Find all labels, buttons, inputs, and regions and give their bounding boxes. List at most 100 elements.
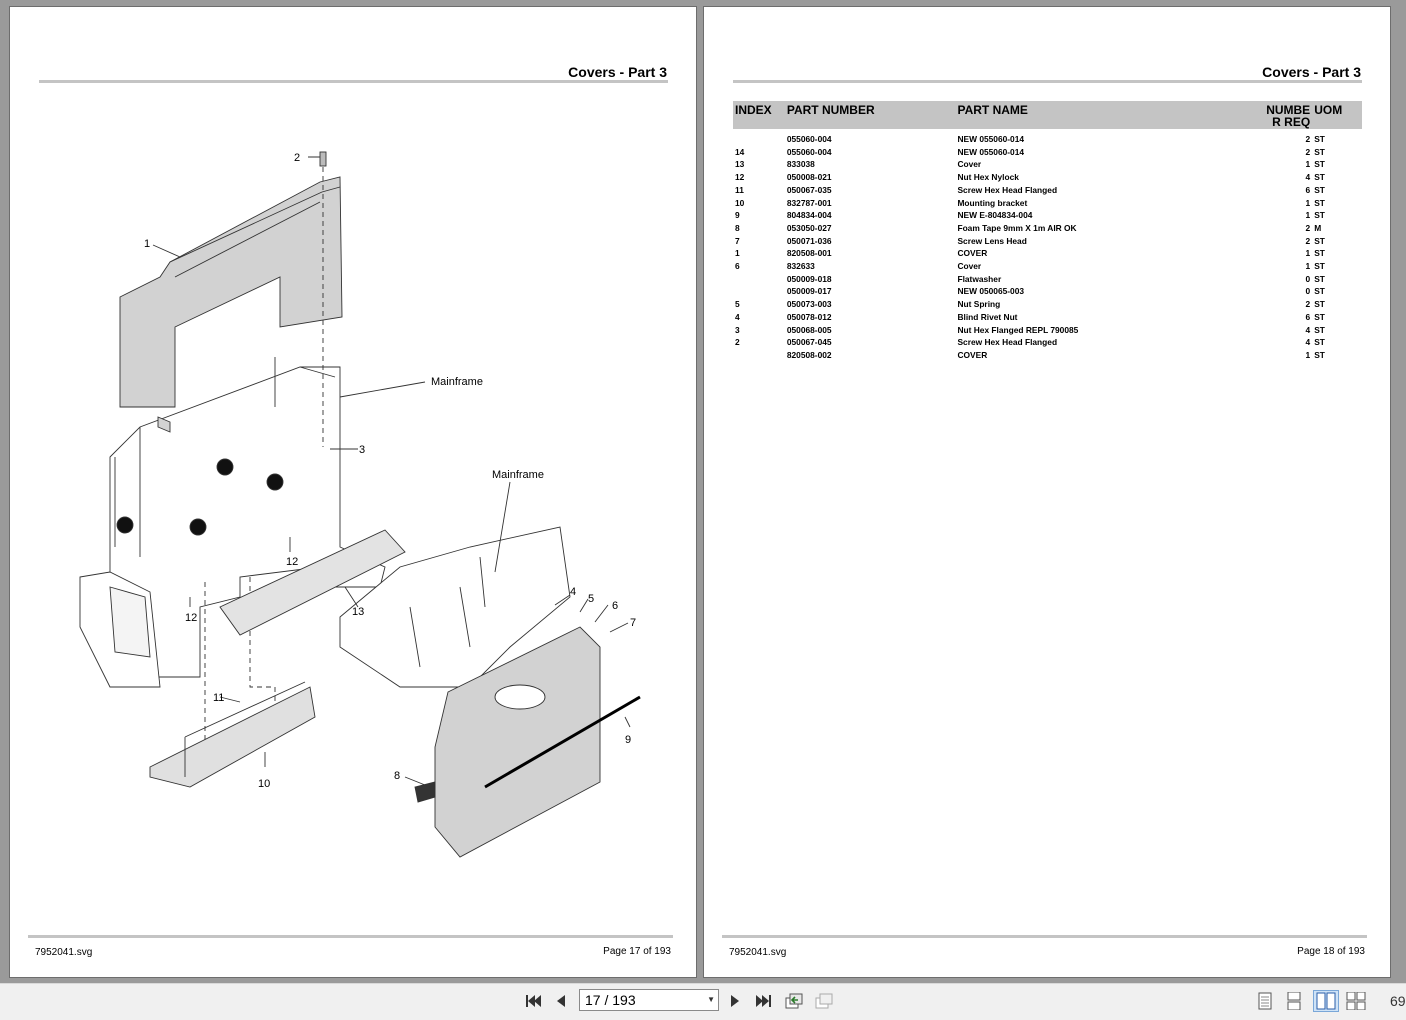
cell-index xyxy=(733,273,785,286)
cell-qty: 2 xyxy=(1305,235,1311,246)
cell-part-name: Cover xyxy=(957,261,982,272)
cell-uom: ST xyxy=(1314,299,1325,310)
cell-index: 13 xyxy=(735,159,745,170)
footer-filename: 7952041.svg xyxy=(729,947,787,958)
cell-index xyxy=(733,349,785,362)
callout-label: 2 xyxy=(294,152,300,164)
cell-part-number: 050068-005 xyxy=(786,324,832,335)
header-divider xyxy=(733,80,1362,83)
cell-index: 1 xyxy=(735,248,740,259)
cell-index: 7 xyxy=(735,235,740,246)
cell-part-name: Nut Spring xyxy=(957,299,1001,310)
single-page-view-icon[interactable] xyxy=(1254,990,1276,1012)
cell-part-number: 804834-004 xyxy=(786,210,832,221)
callout-label: 10 xyxy=(258,778,270,790)
cell-part-name: Blind Rivet Nut xyxy=(957,311,1018,322)
two-page-view-icon[interactable] xyxy=(1313,990,1339,1012)
cell-part-name: NEW E-804834-004 xyxy=(957,210,1033,221)
cell-part-number: 820508-002 xyxy=(786,349,832,360)
footer-page-number: Page 17 of 193 xyxy=(603,946,671,957)
cell-part-number: 050067-045 xyxy=(786,337,832,348)
cell-part-name: NEW 050065-003 xyxy=(957,286,1025,297)
cell-qty: 2 xyxy=(1305,222,1311,233)
mainframe-label: Mainframe xyxy=(431,376,483,388)
hardware-dot xyxy=(116,516,134,534)
callout-label: 6 xyxy=(612,600,618,612)
cell-index: 4 xyxy=(735,311,740,322)
page-number-input[interactable]: 17 / 193 ▼ xyxy=(579,989,719,1011)
col-header-part-name: PART NAME xyxy=(955,101,1258,129)
continuous-view-icon[interactable] xyxy=(1283,990,1305,1012)
hardware-dot xyxy=(216,458,234,476)
go-back-view-icon[interactable] xyxy=(783,990,805,1012)
first-page-icon[interactable] xyxy=(522,990,544,1012)
cell-part-number: 055060-004 xyxy=(786,146,832,157)
cover-6-part xyxy=(434,626,601,858)
prev-page-icon[interactable] xyxy=(550,990,572,1012)
cell-part-number: 820508-001 xyxy=(786,248,832,259)
cell-qty: 1 xyxy=(1305,210,1311,221)
cell-uom: ST xyxy=(1314,134,1325,144)
hardware-dot xyxy=(266,473,284,491)
cell-qty: 6 xyxy=(1305,184,1311,195)
viewer-toolbar: 17 / 193 ▼ 69 xyxy=(0,983,1406,1020)
cell-part-name: Screw Lens Head xyxy=(957,235,1027,246)
mainframe-label: Mainframe xyxy=(492,469,544,481)
cell-part-name: Nut Hex Nylock xyxy=(957,172,1019,183)
callout-label: 13 xyxy=(352,606,364,618)
cell-uom: M xyxy=(1314,222,1322,233)
callout-label: 9 xyxy=(625,734,631,746)
callout-label: 11 xyxy=(213,692,224,704)
cell-part-number: 050073-003 xyxy=(786,299,832,310)
cell-qty: 1 xyxy=(1305,261,1311,272)
cell-index: 3 xyxy=(735,324,740,335)
callout-label: 8 xyxy=(394,770,400,782)
cell-index: 12 xyxy=(735,172,745,183)
cell-qty: 1 xyxy=(1305,159,1311,170)
cell-part-number: 050071-036 xyxy=(786,235,832,246)
cell-part-number: 055060-004 xyxy=(786,134,832,144)
last-page-icon[interactable] xyxy=(753,990,775,1012)
cell-index xyxy=(733,285,785,298)
cell-qty: 0 xyxy=(1305,273,1311,284)
screw-2 xyxy=(319,151,327,167)
page-title: Covers - Part 3 xyxy=(568,64,667,80)
exploded-parts-diagram: 1 2 3 4 5 6 7 8 9 10 11 12 12 13 Mainfra… xyxy=(79,151,641,858)
mounting-bracket-10 xyxy=(149,686,316,788)
cell-part-number: 053050-027 xyxy=(786,222,832,233)
cell-part-number: 832787-001 xyxy=(786,197,832,208)
cell-uom: ST xyxy=(1314,197,1325,208)
cell-index: 10 xyxy=(735,197,745,208)
callout-label: 4 xyxy=(570,586,576,598)
cell-part-name: Nut Hex Flanged REPL 790085 xyxy=(957,324,1079,335)
cell-part-number: 050008-021 xyxy=(786,172,832,183)
cell-uom: ST xyxy=(1314,159,1325,170)
zoom-level[interactable]: 69 xyxy=(1390,993,1406,1009)
cell-part-number: 050067-035 xyxy=(786,184,832,195)
cell-qty: 4 xyxy=(1305,337,1311,348)
chevron-down-icon[interactable]: ▼ xyxy=(707,995,715,1004)
go-forward-view-icon[interactable] xyxy=(813,990,835,1012)
next-page-icon[interactable] xyxy=(724,990,746,1012)
page-title: Covers - Part 3 xyxy=(1262,64,1361,80)
callout-label: 3 xyxy=(359,444,365,456)
header-divider xyxy=(39,80,668,83)
two-page-continuous-view-icon[interactable] xyxy=(1345,990,1367,1012)
cell-qty: 2 xyxy=(1305,146,1311,157)
cell-uom: ST xyxy=(1314,248,1325,259)
cell-part-number: 832633 xyxy=(786,261,815,272)
cell-index: 6 xyxy=(735,261,740,272)
callout-label: 1 xyxy=(144,238,150,250)
callout-label: 12 xyxy=(185,612,197,624)
